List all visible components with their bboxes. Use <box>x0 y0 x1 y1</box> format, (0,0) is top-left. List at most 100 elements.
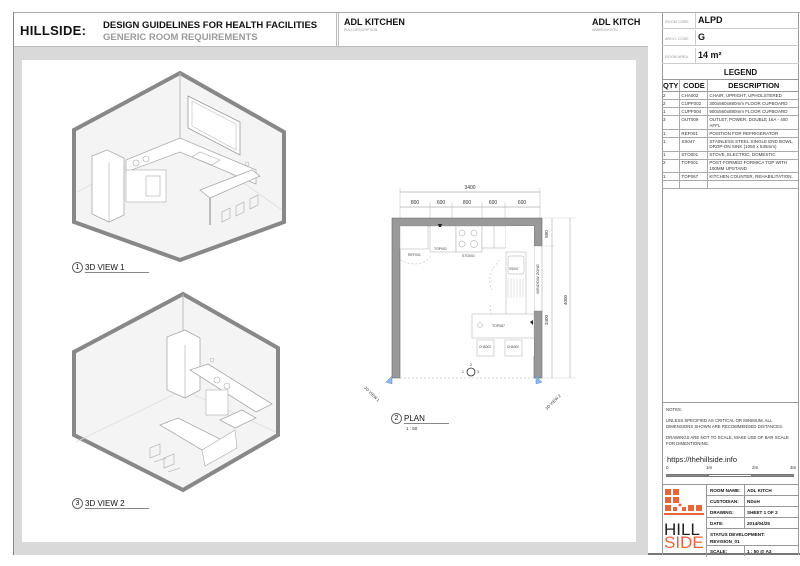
legend-header-code: CODE <box>679 80 708 92</box>
segment-dimension-1: 800 <box>411 200 420 206</box>
website-link[interactable]: https://thehillside.info <box>667 455 738 464</box>
scale-segment <box>708 474 752 477</box>
tb-label: DRAWING: <box>710 510 734 515</box>
legend-code: TOP067 <box>679 172 708 182</box>
side-dimension-4000: 4000 <box>563 294 568 305</box>
legend-code: OUT009 <box>679 115 708 130</box>
legend-header-qty: QTY <box>662 80 680 92</box>
tb-status-value: REVISION_01 <box>710 539 740 544</box>
arch-code-row: ARCH. CODE G <box>662 30 799 46</box>
header-band: HILLSIDE: DESIGN GUIDELINES FOR HEALTH F… <box>14 13 648 47</box>
legend-qty: 1 <box>662 151 680 160</box>
room-full-description-label: FULL DESCRIPTION <box>344 28 378 32</box>
room-code-label: ROOM CODE <box>665 20 689 24</box>
legend-code: TOP001 <box>679 159 708 174</box>
legend-description: CHAIR, UPRIGHT, UPHOLSTERED <box>707 91 799 101</box>
room-code-value: ALPD <box>698 15 723 25</box>
legend-description: 300x560x880mm FLOOR CUPBOARD <box>707 99 799 109</box>
segment-dimension-3: 800 <box>463 200 472 206</box>
legend-code: REF001 <box>679 129 708 138</box>
tb-value: ADL KITCH <box>747 488 772 493</box>
scale-label-1m: 1m <box>706 465 713 470</box>
notes-title: NOTES: <box>666 407 682 412</box>
3d-view-2-drawing <box>72 291 280 493</box>
scale-label-2m: 2m <box>752 465 759 470</box>
compass-2: 2 <box>470 363 472 367</box>
legend-code: CHA002 <box>679 91 708 101</box>
tb-status-label: STATUS DEVELOPMENT: <box>710 532 765 537</box>
room-abbreviation: ADL KITCH <box>592 17 641 27</box>
sto001-label: STO001 <box>462 254 475 258</box>
logo-building-icon <box>664 489 704 515</box>
notes-paragraph-1: UNLESS SPECIFIED AS CRITICAL OR MINIMUM,… <box>666 418 784 429</box>
tb-value: 2014/04/25 <box>747 521 770 526</box>
3d-view-1-marker-icon[interactable] <box>385 375 393 385</box>
view-title: PLAN <box>404 414 449 424</box>
legend-description: STOVE, ELECTRIC, DOMESTIC <box>707 151 799 160</box>
legend-description: POSITION FOR REFRIGERATOR <box>707 129 799 138</box>
compass-1: 1 <box>462 370 464 374</box>
document-title: DESIGN GUIDELINES FOR HEALTH FACILITIES <box>103 20 318 31</box>
scale-label-3m: 3m <box>790 465 797 470</box>
cha002-label-1: CHA002 <box>479 345 491 349</box>
view-label-plan: 2 PLAN <box>391 413 449 424</box>
legend-description: POST FORMED FORMICA TOP WITH 100MM UPSTA… <box>707 159 799 174</box>
brand-name: HILLSIDE: <box>20 23 87 38</box>
tb-custodian-row: CUSTODIAN: NDoH <box>706 496 799 507</box>
tb-date-row: DATE: 2014/04/25 <box>706 518 799 529</box>
tb-value: SHEET 1 OF 2 <box>747 510 778 515</box>
tb-label: CUSTODIAN: <box>710 499 739 504</box>
view-number-badge: 1 <box>72 262 83 273</box>
room-abbreviation-label: ABBREVIATION <box>592 28 618 32</box>
logo-text-side: SIDE <box>664 533 704 552</box>
view-number-badge: 2 <box>391 413 402 424</box>
title-block: HILL SIDE ROOM NAME: ADL KITCH CUSTODIAN… <box>662 484 799 557</box>
room-area-value: 14 m² <box>698 50 722 60</box>
view-title: 3D VIEW 1 <box>85 263 149 273</box>
legend-qty: 1 <box>662 107 680 117</box>
legend-qty: 1 <box>662 129 680 138</box>
scale-segment <box>666 474 708 477</box>
view-number-badge: 3 <box>72 498 83 509</box>
room-area-row: ROOM AREA 14 m² <box>662 48 799 64</box>
legend-qty: 1 <box>662 172 680 182</box>
header-divider <box>336 13 339 47</box>
tb-label: ROOM NAME: <box>710 488 741 493</box>
hillside-logo: HILL SIDE <box>664 488 704 554</box>
floor-plan-drawing: 3400 800 600 800 600 600 WINDOW ZONE REF… <box>363 185 576 411</box>
room-code-row: ROOM CODE ALPD <box>662 13 799 29</box>
notes-paragraph-2: DRAWINGS ARE NOT TO SCALE, MAKE USE OF B… <box>666 435 789 446</box>
legend-description: STAINLESS STEEL SINGLE END BOWL, DROP-ON… <box>707 137 799 152</box>
legend-description: KITCHEN COUNTER, REHABILITATION. <box>707 172 799 182</box>
legend-header-description: DESCRIPTION <box>707 80 799 92</box>
tb-value: 1 : 50 @ A3 <box>747 549 772 554</box>
view-title: 3D VIEW 2 <box>85 499 149 509</box>
segment-dimension-4: 600 <box>489 200 498 206</box>
side-dimension-600: 600 <box>544 230 549 238</box>
tb-label: SCALE: <box>710 549 728 554</box>
tb-label: DATE: <box>710 521 724 526</box>
room-area-label: ROOM AREA <box>665 55 688 59</box>
overall-width-dimension: 3400 <box>464 185 475 191</box>
top001-label: TOP001 <box>434 247 447 251</box>
info-panel <box>662 13 799 555</box>
arch-code-label: ARCH. CODE <box>665 37 689 41</box>
3d-view-2-marker-icon[interactable] <box>535 375 543 385</box>
tb-value: NDoH <box>747 499 760 504</box>
legend-code: STO001 <box>679 151 708 160</box>
legend-qty: 2 <box>662 99 680 109</box>
side-dimension-3400: 3400 <box>544 314 549 325</box>
legend-qty: 2 <box>662 159 680 174</box>
3d-view-1-drawing <box>72 70 286 263</box>
view-label-3d-view-2: 3 3D VIEW 2 <box>72 498 149 509</box>
window-zone-label: WINDOW ZONE <box>535 264 540 294</box>
